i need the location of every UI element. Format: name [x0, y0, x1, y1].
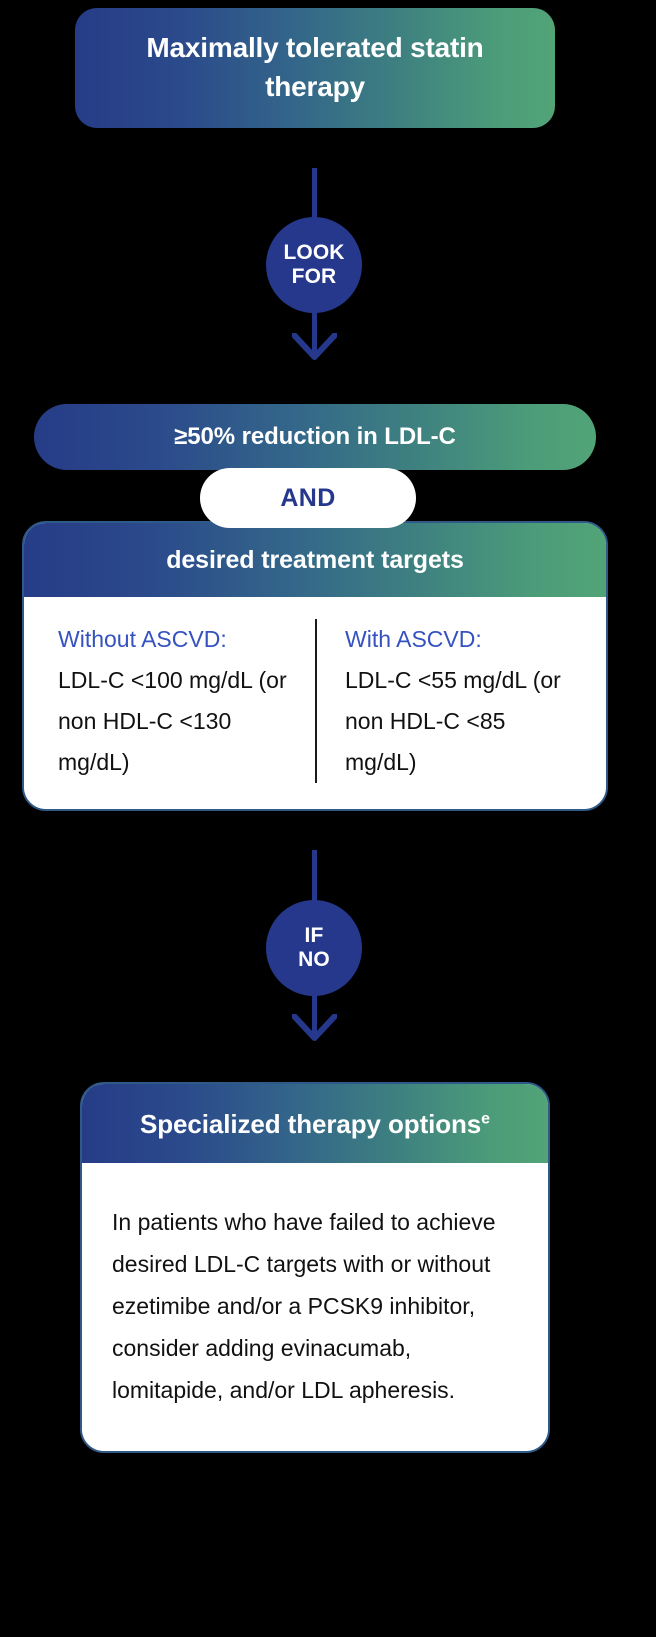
connector-stem-ifno-up [312, 850, 317, 906]
specialized-header-label: Specialized therapy optionse [102, 1106, 528, 1143]
targets-header: desired treatment targets [24, 523, 606, 597]
targets-column-with-ascvd-body: LDL-C <55 mg/dL (or non HDL-C <85 mg/dL) [345, 666, 561, 775]
arrow-down-icon-2 [292, 1014, 337, 1042]
specialized-header-text: Specialized therapy options [140, 1109, 482, 1139]
node-specialized-therapy-options[interactable]: Specialized therapy optionse In patients… [80, 1082, 550, 1454]
arrow-down-icon-1 [292, 333, 337, 361]
targets-header-label: desired treatment targets [166, 545, 464, 574]
targets-column-without-ascvd-body: LDL-C <100 mg/dL (or non HDL-C <130 mg/d… [58, 666, 287, 775]
node-ldl-reduction-label: ≥50% reduction in LDL-C [174, 423, 456, 450]
specialized-header-superscript: e [481, 1110, 490, 1128]
connector-stem-top [312, 168, 317, 224]
targets-column-with-ascvd-heading: With ASCVD: [345, 626, 482, 652]
specialized-body-text: In patients who have failed to achieve d… [112, 1208, 496, 1404]
specialized-body: In patients who have failed to achieve d… [82, 1162, 548, 1452]
node-maximally-tolerated-statin-therapy[interactable]: Maximally tolerated statin therapy [75, 8, 555, 128]
connector-stem-ifno-down [312, 993, 317, 1021]
node-ldl-reduction[interactable]: ≥50% reduction in LDL-C [34, 404, 596, 470]
targets-body: Without ASCVD: LDL-C <100 mg/dL (or non … [24, 597, 606, 809]
badge-if-no-line1: IF [304, 924, 324, 948]
targets-column-without-ascvd-heading: Without ASCVD: [58, 626, 227, 652]
connector-and-pill: AND [200, 468, 416, 528]
targets-column-without-ascvd: Without ASCVD: LDL-C <100 mg/dL (or non … [30, 619, 315, 783]
badge-look-for-line1: LOOK [283, 241, 345, 265]
node-desired-treatment-targets[interactable]: desired treatment targets Without ASCVD:… [22, 521, 608, 811]
badge-look-for-line2: FOR [291, 265, 337, 288]
targets-column-with-ascvd: With ASCVD: LDL-C <55 mg/dL (or non HDL-… [315, 619, 600, 783]
and-pill-label: AND [280, 483, 336, 512]
badge-if-no-line2: NO [298, 948, 330, 971]
node-statin-label: Maximally tolerated statin therapy [146, 32, 484, 102]
specialized-header: Specialized therapy optionse [82, 1084, 548, 1163]
connector-stem-lookfor-down [312, 310, 317, 340]
